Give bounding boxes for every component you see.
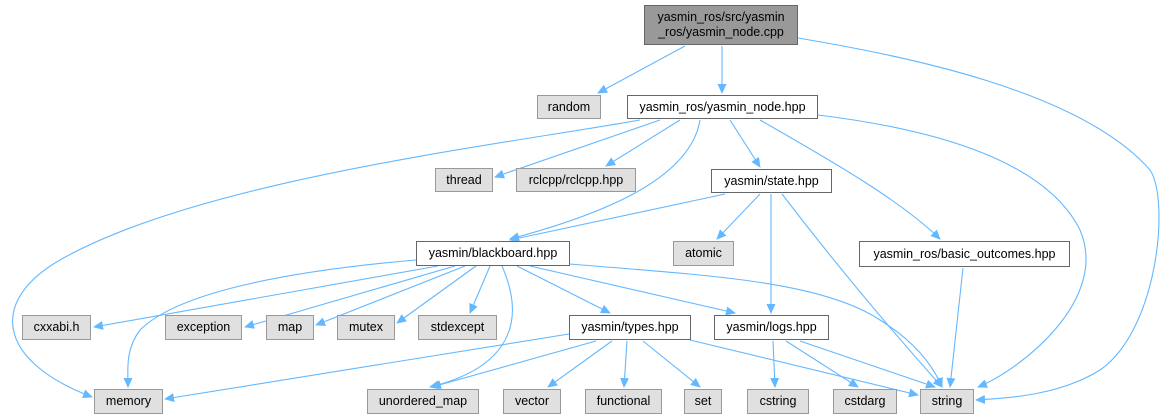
edge-blackboard_hpp-to-types_hpp [516, 265, 611, 314]
node-blackboard-hpp[interactable]: yasmin/blackboard.hpp [416, 241, 570, 266]
edge-yasmin_node_hpp-to-string [817, 114, 1087, 388]
edge-types_hpp-to-vector [547, 340, 613, 388]
edge-yasmin_node_hpp-to-blackboard_hpp [509, 119, 701, 242]
edge-types_hpp-to-memory [164, 333, 570, 403]
edge-yasmin_node_hpp-to-basic_outcomes [759, 119, 941, 240]
node-cstdarg[interactable]: cstdarg [833, 389, 897, 414]
edge-blackboard_hpp-to-cxxabi [93, 265, 439, 330]
node-yasmin-node-hpp[interactable]: yasmin_ros/yasmin_node.hpp [627, 95, 818, 119]
node-stdexcept[interactable]: stdexcept [418, 315, 497, 340]
edge-yasmin_node_hpp-to-state_hpp [729, 119, 761, 168]
node-cstring[interactable]: cstring [747, 389, 809, 414]
edge-logs_hpp-to-cstdarg [785, 340, 859, 388]
node-yasmin-node-cpp[interactable]: yasmin_ros/src/yasmin _ros/yasmin_node.c… [644, 5, 798, 45]
edge-basic_outcomes-to-string [946, 267, 964, 388]
edge-logs_hpp-to-string [799, 340, 936, 389]
node-mutex[interactable]: mutex [337, 315, 395, 340]
node-unordered-map[interactable]: unordered_map [367, 389, 479, 414]
edge-blackboard_hpp-to-string [569, 263, 943, 388]
edge-blackboard_hpp-to-logs_hpp [529, 265, 736, 316]
edge-yasmin_node_hpp-to-rclcpp [605, 119, 681, 167]
node-memory[interactable]: memory [94, 389, 163, 414]
node-rclcpp[interactable]: rclcpp/rclcpp.hpp [516, 168, 636, 192]
edge-yasmin_node_hpp-to-thread [494, 119, 661, 179]
node-thread[interactable]: thread [435, 168, 493, 192]
node-atomic[interactable]: atomic [673, 241, 734, 266]
edge-root-to-random [597, 45, 686, 94]
node-string[interactable]: string [920, 389, 974, 414]
edge-blackboard_hpp-to-mutex [396, 265, 477, 324]
edge-types_hpp-to-functional [620, 340, 630, 388]
node-exception[interactable]: exception [165, 315, 242, 340]
node-types-hpp[interactable]: yasmin/types.hpp [569, 315, 691, 340]
edge-types_hpp-to-string [689, 339, 919, 398]
edge-state_hpp-to-blackboard_hpp [509, 193, 726, 243]
edge-logs_hpp-to-cstring [770, 340, 780, 388]
node-cxxabi[interactable]: cxxabi.h [22, 315, 91, 340]
node-basic-outcomes-hpp[interactable]: yasmin_ros/basic_outcomes.hpp [859, 241, 1070, 267]
node-functional[interactable]: functional [585, 389, 662, 414]
edge-blackboard_hpp-to-stdexcept [469, 265, 491, 314]
edge-blackboard_hpp-to-memory [123, 259, 417, 388]
edge-types_hpp-to-unordered_map [431, 340, 597, 389]
edge-state_hpp-to-string [781, 193, 943, 388]
edge-yasmin_node_hpp-to-memory [12, 119, 641, 398]
node-random[interactable]: random [537, 95, 601, 119]
node-map[interactable]: map [266, 315, 314, 340]
node-logs-hpp[interactable]: yasmin/logs.hpp [714, 315, 829, 340]
edge-types_hpp-to-set [642, 340, 701, 388]
edge-state_hpp-to-atomic [716, 193, 761, 240]
node-set[interactable]: set [684, 389, 722, 414]
edge-root-to-string [797, 37, 1160, 404]
node-state-hpp[interactable]: yasmin/state.hpp [711, 169, 832, 193]
node-vector[interactable]: vector [503, 389, 561, 414]
